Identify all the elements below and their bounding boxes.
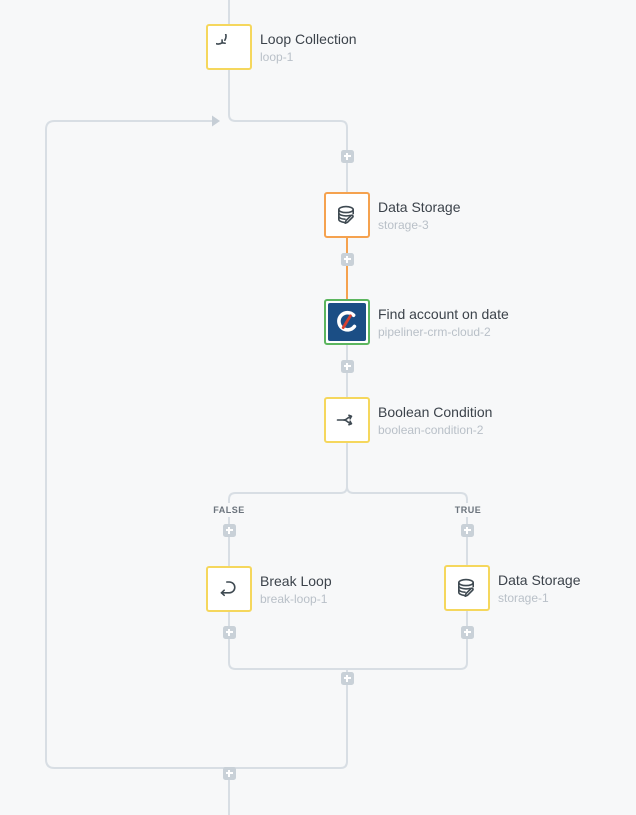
node-title: Data Storage — [378, 199, 461, 215]
true-branch-line — [346, 486, 468, 670]
branch-icon — [334, 407, 360, 433]
node-title: Break Loop — [260, 573, 332, 589]
node-subtitle: pipeliner-crm-cloud-2 — [378, 325, 491, 339]
add-step-button-after-loop[interactable] — [222, 766, 236, 780]
node-subtitle: storage-1 — [498, 591, 549, 605]
branch-label-false: FALSE — [209, 503, 249, 517]
node-subtitle: loop-1 — [260, 50, 294, 64]
node-find-account-on-date[interactable] — [324, 299, 370, 345]
node-title: Loop Collection — [260, 31, 357, 47]
node-data-storage-1[interactable] — [444, 565, 490, 611]
add-step-button[interactable] — [340, 149, 354, 163]
add-step-button-false-branch[interactable] — [222, 523, 236, 537]
node-title: Boolean Condition — [378, 404, 493, 420]
add-step-button[interactable] — [460, 625, 474, 639]
add-step-button[interactable] — [340, 252, 354, 266]
node-loop-collection[interactable] — [206, 24, 252, 70]
loop-icon — [216, 34, 242, 60]
node-data-storage-3[interactable] — [324, 192, 370, 238]
return-arrow-icon — [216, 576, 242, 602]
node-title: Data Storage — [498, 572, 581, 588]
branch-label-true: TRUE — [450, 503, 486, 517]
add-step-button[interactable] — [340, 359, 354, 373]
database-edit-icon — [334, 202, 360, 228]
node-boolean-condition[interactable] — [324, 397, 370, 443]
false-branch-line — [228, 480, 348, 670]
loop-back-line — [45, 120, 348, 769]
database-edit-icon — [454, 575, 480, 601]
add-step-button-true-branch[interactable] — [460, 523, 474, 537]
loop-back-arrowhead — [212, 115, 220, 127]
add-step-button[interactable] — [222, 625, 236, 639]
pipeliner-crm-icon — [328, 303, 366, 341]
node-subtitle: boolean-condition-2 — [378, 423, 484, 437]
add-step-button-merge[interactable] — [340, 671, 354, 685]
node-subtitle: break-loop-1 — [260, 592, 328, 606]
node-subtitle: storage-3 — [378, 218, 429, 232]
main-spine-line — [228, 0, 348, 486]
node-break-loop[interactable] — [206, 566, 252, 612]
node-title: Find account on date — [378, 306, 509, 322]
